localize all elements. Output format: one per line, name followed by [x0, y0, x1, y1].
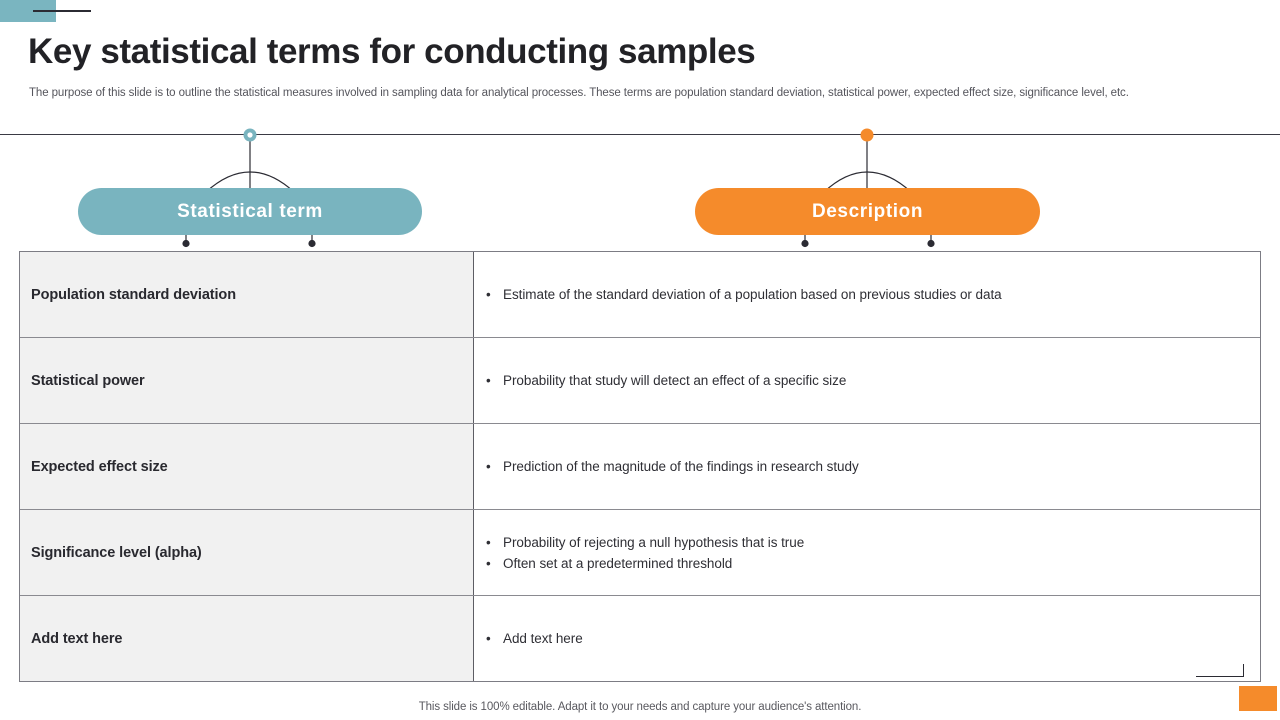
bullet-dot-icon: • [486, 287, 491, 302]
column-header-pill-statistical-term[interactable]: Statistical term [78, 188, 422, 235]
bullet-dot-icon: • [486, 373, 491, 388]
description-text: Add text here [503, 631, 583, 646]
header-divider-rule [0, 134, 1280, 136]
top-left-accent-block [0, 0, 56, 22]
description-text: Probability of rejecting a null hypothes… [503, 534, 805, 550]
column-header-label-description: Description [811, 200, 924, 222]
top-left-accent-line [33, 10, 91, 12]
column-header-pill-description[interactable]: Description [695, 188, 1040, 235]
table-cell-description: • Probability that study will detect an e… [474, 338, 1260, 423]
table-row: Significance level (alpha) • Probability o… [20, 510, 1260, 596]
table-cell-term: Expected effect size [20, 424, 474, 509]
table-row: Add text here • Add text here [20, 596, 1260, 681]
table-row: Expected effect size • Prediction of the m… [20, 424, 1260, 510]
term-label: Expected effect size [31, 458, 168, 475]
bullet-dot-icon: • [486, 534, 491, 550]
bullet-dot-icon: • [486, 459, 491, 474]
description-text: Prediction of the magnitude of the findi… [503, 459, 859, 474]
description-bullet-item: • Add text here [486, 628, 1246, 649]
description-bullet-item: • Estimate of the standard deviation of a… [486, 284, 1246, 305]
table-row: Statistical power • Probability that study… [20, 338, 1260, 424]
description-bullet-item: • Often set at a predetermined threshold [486, 553, 1246, 574]
table-cell-description: • Prediction of the magnitude of the find… [474, 424, 1260, 509]
table-cell-description: • Probability of rejecting a null hypothe… [474, 510, 1260, 595]
term-label: Population standard deviation [31, 286, 236, 303]
bottom-right-accent-line-horizontal [1196, 676, 1244, 678]
table-cell-term: Population standard deviation [20, 252, 474, 337]
term-label: Add text here [31, 630, 123, 647]
table-row: Population standard deviation • Estimate o… [20, 252, 1260, 338]
description-bullet-item: • Probability that study will detect an e… [486, 370, 1246, 391]
term-label: Significance level (alpha) [31, 544, 202, 561]
table-cell-term: Statistical power [20, 338, 474, 423]
description-text: Often set at a predetermined threshold [503, 555, 733, 571]
description-bullet-item: • Prediction of the magnitude of the find… [486, 456, 1246, 477]
statistical-terms-table: Population standard deviation • Estimate o… [19, 251, 1261, 682]
description-text: Estimate of the standard deviation of a … [503, 287, 1002, 302]
footer-note: This slide is 100% editable. Adapt it to… [418, 701, 862, 713]
page-title: Key statistical terms for conducting sam… [28, 32, 756, 71]
bottom-right-accent-line-vertical [1243, 664, 1245, 677]
bullet-dot-icon: • [486, 631, 491, 646]
term-label: Statistical power [31, 372, 145, 389]
table-cell-description: • Estimate of the standard deviation of a… [474, 252, 1260, 337]
bullet-dot-icon: • [486, 555, 491, 571]
table-cell-term: Add text here [20, 596, 474, 681]
bottom-right-accent-block [1239, 686, 1277, 711]
description-bullet-item: • Probability of rejecting a null hypothe… [486, 532, 1246, 553]
table-cell-term: Significance level (alpha) [20, 510, 474, 595]
description-text: Probability that study will detect an ef… [503, 373, 847, 388]
table-cell-description: • Add text here [474, 596, 1260, 681]
page-subtitle: The purpose of this slide is to outline … [29, 87, 1129, 99]
column-header-label-term: Statistical term [177, 200, 323, 222]
